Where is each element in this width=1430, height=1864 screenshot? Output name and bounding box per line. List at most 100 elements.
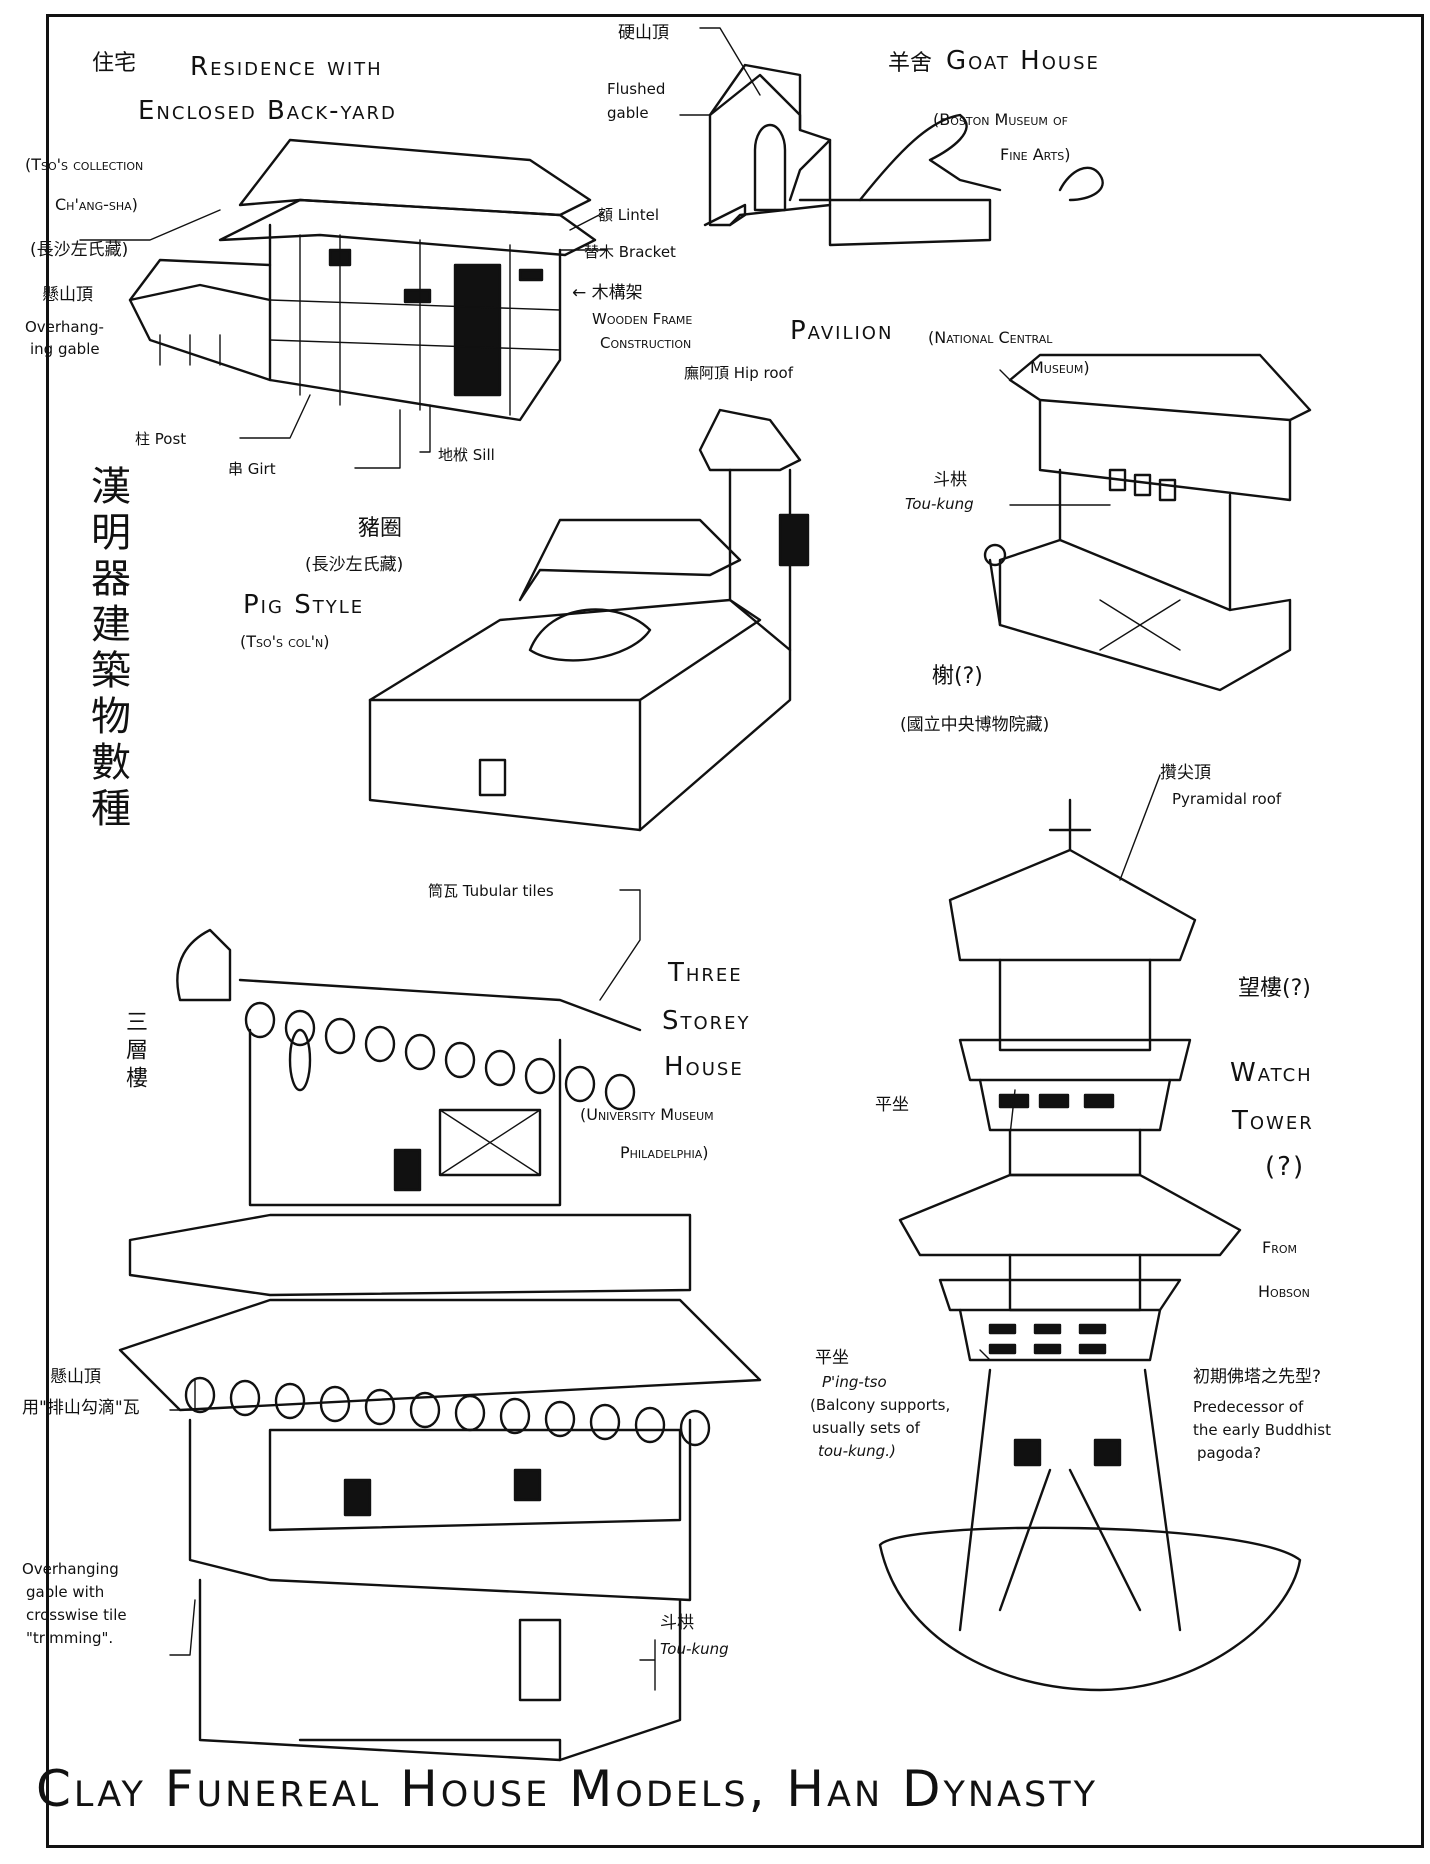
watch-tower-pingtso-desc-1: (Balcony supports, [810, 1396, 951, 1414]
three-storey-toukung-cn: 斗栱 [660, 1613, 694, 1633]
residence-gable-cn: 懸山頂 [42, 285, 93, 305]
watch-tower-note-en-3: pagoda? [1197, 1444, 1262, 1462]
pig-sty-source-cn: (長沙左氏藏) [305, 555, 404, 575]
tile-end [284, 1009, 316, 1047]
tile-end [564, 1065, 596, 1103]
residence-title-line1: Residence with [190, 52, 383, 82]
pavilion-drawing [983, 353, 1312, 692]
residence-drawing [128, 138, 597, 422]
tile-end [184, 1376, 216, 1414]
residence-source-cn: (長沙左氏藏) [30, 240, 129, 260]
watch-tower-roof-en: Pyramidal roof [1172, 790, 1282, 808]
tile-end [589, 1403, 621, 1441]
tile-end [604, 1073, 636, 1111]
tile-end [454, 1394, 486, 1432]
three-storey-gable-en-3: crosswise tile [26, 1606, 127, 1624]
three-storey-source-line1: (University Museum [580, 1105, 714, 1124]
watch-tower-pingtso-cn-upper: 平坐 [875, 1095, 909, 1115]
goat-house-drawing [703, 63, 1104, 247]
tile-end [634, 1406, 666, 1444]
pig-sty-source: (Tso's col'n) [240, 632, 330, 651]
tile-end [319, 1385, 351, 1423]
watch-tower-pingtso-en: P'ing-tso [822, 1373, 887, 1391]
goat-gable-cn: 硬山頂 [618, 23, 669, 43]
goat-house-source-line1: (Boston Museum of [933, 110, 1068, 129]
watch-tower-from-line2: Hobson [1258, 1282, 1310, 1301]
three-storey-gable-en-1: Overhanging [22, 1560, 119, 1578]
three-storey-title-line3: House [664, 1052, 744, 1082]
tile-end [364, 1388, 396, 1426]
pig-sty-title: Pig Style [243, 590, 365, 620]
residence-bracket-label: 替木 Bracket [584, 243, 676, 261]
residence-lintel-label: 額 Lintel [598, 206, 660, 224]
watch-tower-from-line1: From [1262, 1238, 1297, 1257]
residence-girt-label: 串 Girt [228, 460, 276, 478]
plate-vertical-title-cn: 漢明器建築物數種 [84, 465, 130, 833]
leader-lines [79, 27, 1161, 1691]
residence-post-label: 柱 Post [135, 430, 187, 448]
three-storey-title-cn: 三層樓 [122, 1010, 147, 1094]
tile-end [229, 1379, 261, 1417]
goat-house-title-cn: 羊舍 [888, 51, 933, 76]
three-storey-gable-cn-1: 懸山頂 [50, 1367, 101, 1387]
watch-tower-note-en-1: Predecessor of [1193, 1398, 1304, 1416]
watch-tower-pingtso-cn-lower: 平坐 [815, 1348, 849, 1368]
plate-title: Clay Funereal House Models, Han Dynasty [36, 1760, 1098, 1818]
tile-end [444, 1041, 476, 1079]
three-storey-title-line2: Storey [662, 1006, 751, 1036]
tile-end [274, 1382, 306, 1420]
pavilion-title: Pavilion [790, 316, 894, 346]
pig-sty-drawing [368, 408, 810, 832]
pavilion-toukung-cn: 斗栱 [933, 470, 967, 490]
tile-end [524, 1057, 556, 1095]
pavilion-toukung-en: Tou-kung [905, 495, 974, 513]
three-storey-source-line2: Philadelphia) [620, 1143, 709, 1162]
three-storey-gable-cn-2: 用"排山勾滴"瓦 [22, 1398, 140, 1418]
pavilion-source-cn: (國立中央博物院藏) [900, 715, 1050, 735]
residence-source-line2: Ch'ang-sha) [55, 195, 138, 214]
watch-tower-name-cn: 望樓(?) [1238, 976, 1311, 1001]
goat-gable-en-2: gable [607, 104, 649, 122]
watch-tower-drawing [878, 798, 1302, 1692]
plate-border [46, 14, 1424, 1848]
watch-tower-pingtso-desc-3: tou-kung.) [818, 1442, 896, 1460]
goat-house-source-line2: Fine Arts) [1000, 145, 1071, 164]
pavilion-hip-roof-label: 廡阿頂 Hip roof [684, 364, 793, 382]
tile-end [324, 1017, 356, 1055]
residence-gable-en-1: Overhang- [25, 318, 104, 336]
residence-sill-label: 地栿 Sill [438, 446, 495, 464]
goat-gable-en-1: Flushed [607, 80, 666, 98]
pig-sty-title-cn: 豬圈 [358, 516, 403, 541]
pavilion-source-line1: (National Central [928, 328, 1053, 347]
three-storey-tiles-label: 筒瓦 Tubular tiles [428, 882, 554, 900]
goat-house-title: Goat House [946, 46, 1100, 76]
three-storey-title-line1: Three [668, 958, 743, 988]
residence-gable-en-2: ing gable [30, 340, 100, 358]
watch-tower-title-line3: (?) [1265, 1152, 1306, 1182]
residence-source-line1: (Tso's collection [25, 155, 144, 174]
watch-tower-note-en-2: the early Buddhist [1193, 1421, 1331, 1439]
three-storey-gable-en-4: "trimming". [26, 1629, 114, 1647]
watch-tower-title-line2: Tower [1232, 1106, 1314, 1136]
tile-end [544, 1400, 576, 1438]
tile-end [499, 1397, 531, 1435]
tile-end [404, 1033, 436, 1071]
residence-title-cn: 住宅 [92, 51, 137, 76]
three-storey-gable-en-2: gable with [26, 1583, 105, 1601]
three-storey-drawing [118, 928, 762, 1762]
residence-title-line2: Enclosed Back-yard [138, 96, 397, 126]
watch-tower-title-line1: Watch [1230, 1058, 1313, 1088]
residence-frame-cn: ← 木構架 [572, 283, 643, 303]
tile-end [364, 1025, 396, 1063]
watch-tower-note-cn: 初期佛塔之先型? [1193, 1367, 1322, 1387]
residence-frame-en-1: Wooden Frame [592, 310, 693, 328]
watch-tower-pingtso-desc-2: usually sets of [812, 1419, 920, 1437]
watch-tower-roof-cn: 攢尖頂 [1160, 763, 1211, 783]
tile-end [244, 1001, 276, 1039]
residence-frame-en-2: Construction [600, 334, 692, 352]
three-storey-toukung-en: Tou-kung [660, 1640, 729, 1658]
tile-end [409, 1391, 441, 1429]
tile-end [679, 1409, 711, 1447]
tile-end [484, 1049, 516, 1087]
